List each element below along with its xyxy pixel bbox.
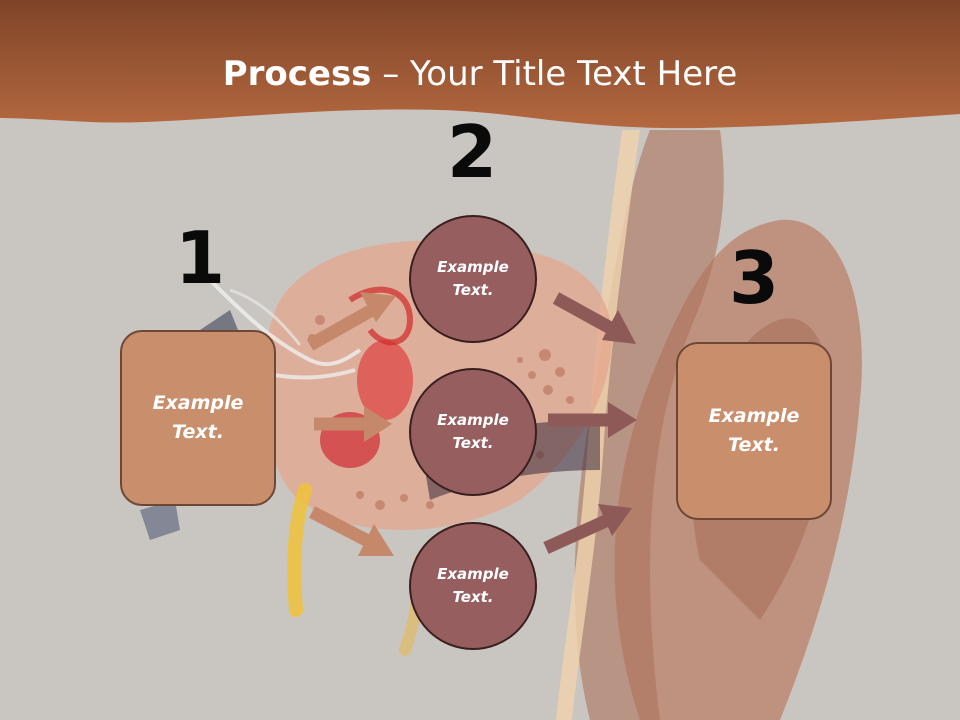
step-number-3: 3 <box>728 236 780 320</box>
circle-center-label: Example Text. <box>437 411 509 452</box>
arrow-left-to-bottom <box>309 506 394 556</box>
step-number-2: 2 <box>446 110 498 194</box>
left-box-label: Example Text. <box>152 392 244 443</box>
slide-title: Process – Your Title Text Here <box>0 52 960 96</box>
right-box-label: Example Text. <box>708 405 800 456</box>
arrow-top-to-right <box>552 292 636 344</box>
middle-circle-top: Example Text. <box>409 215 537 343</box>
middle-circle-center: Example Text. <box>409 368 537 496</box>
step-number-1: 1 <box>174 216 226 300</box>
middle-circle-bottom: Example Text. <box>409 522 537 650</box>
arrow-left-to-middle <box>314 406 392 442</box>
circle-top-label: Example Text. <box>437 258 509 299</box>
title-rest: – Your Title Text Here <box>371 54 738 94</box>
right-text-box: Example Text. <box>676 342 832 520</box>
arrow-bottom-to-right <box>543 504 632 554</box>
title-bold: Process <box>222 54 372 94</box>
circle-bottom-label: Example Text. <box>437 565 509 606</box>
left-text-box: Example Text. <box>120 330 276 506</box>
arrow-middle-to-right <box>548 402 637 438</box>
arrow-left-to-top <box>306 292 396 351</box>
